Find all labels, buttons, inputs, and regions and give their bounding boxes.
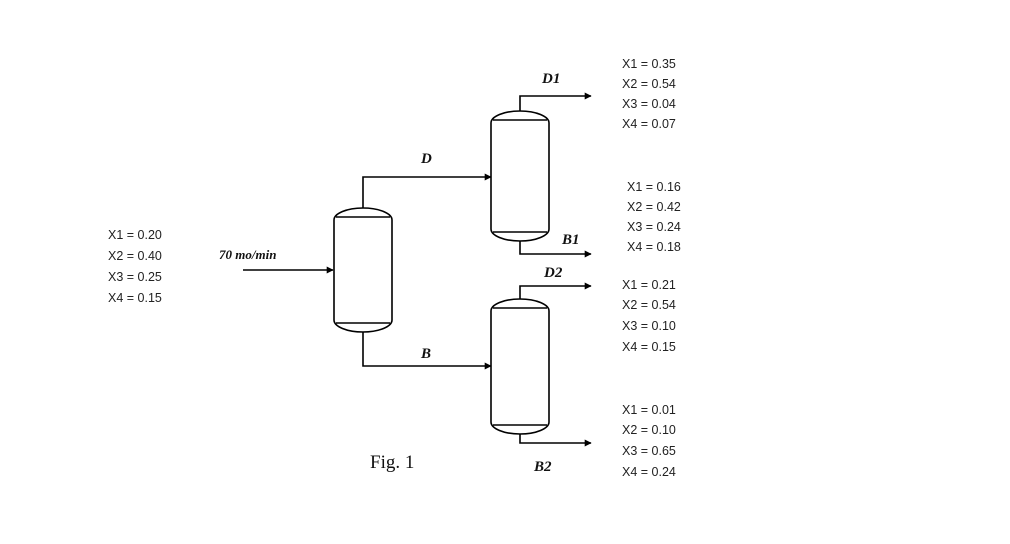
stream-b2-label: B2 (533, 459, 552, 475)
b1-composition: X1 = 0.16 X2 = 0.42 X3 = 0.24 X4 = 0.18 (627, 180, 681, 254)
b1-comp-x1: X1 = 0.16 (627, 180, 681, 194)
d2-comp-x2: X2 = 0.54 (622, 298, 676, 312)
stream-d-label: D (420, 151, 432, 167)
feed-comp-x4: X4 = 0.15 (108, 291, 162, 305)
feed-comp-x3: X3 = 0.25 (108, 270, 162, 284)
column-1 (333, 207, 393, 333)
d2-comp-x3: X3 = 0.10 (622, 319, 676, 333)
b2-composition: X1 = 0.01 X2 = 0.10 X3 = 0.65 X4 = 0.24 (622, 403, 676, 479)
feed-composition: X1 = 0.20 X2 = 0.40 X3 = 0.25 X4 = 0.15 (108, 228, 162, 305)
column-2 (490, 110, 550, 242)
stream-b-label: B (420, 346, 431, 362)
stream-d2-line (519, 282, 592, 299)
d2-comp-x4: X4 = 0.15 (622, 340, 676, 354)
b2-comp-x2: X2 = 0.10 (622, 423, 676, 437)
stream-b1-line (519, 241, 592, 258)
stream-b1-label: B1 (561, 232, 580, 248)
b2-comp-x4: X4 = 0.24 (622, 465, 676, 479)
d1-composition: X1 = 0.35 X2 = 0.54 X3 = 0.04 X4 = 0.07 (622, 57, 676, 131)
stream-d-line (362, 173, 492, 208)
d1-comp-x3: X3 = 0.04 (622, 97, 676, 111)
d1-comp-x1: X1 = 0.35 (622, 57, 676, 71)
stream-b-line (362, 332, 492, 370)
figure-caption: Fig. 1 (370, 452, 414, 473)
d2-composition: X1 = 0.21 X2 = 0.54 X3 = 0.10 X4 = 0.15 (622, 278, 676, 354)
d1-comp-x4: X4 = 0.07 (622, 117, 676, 131)
feed-comp-x2: X2 = 0.40 (108, 249, 162, 263)
d1-comp-x2: X2 = 0.54 (622, 77, 676, 91)
feed-comp-x1: X1 = 0.20 (108, 228, 162, 242)
column-3 (490, 298, 550, 435)
b2-comp-x1: X1 = 0.01 (622, 403, 676, 417)
d2-comp-x1: X1 = 0.21 (622, 278, 676, 292)
stream-b2-line (519, 434, 592, 447)
feed-flow-label: 70 mo/min (219, 247, 276, 262)
stream-d1-label: D1 (541, 71, 560, 87)
b2-comp-x3: X3 = 0.65 (622, 444, 676, 458)
b1-comp-x3: X3 = 0.24 (627, 220, 681, 234)
b1-comp-x2: X2 = 0.42 (627, 200, 681, 214)
stream-d1-line (519, 92, 592, 111)
stream-d2-label: D2 (543, 265, 563, 281)
b1-comp-x4: X4 = 0.18 (627, 240, 681, 254)
